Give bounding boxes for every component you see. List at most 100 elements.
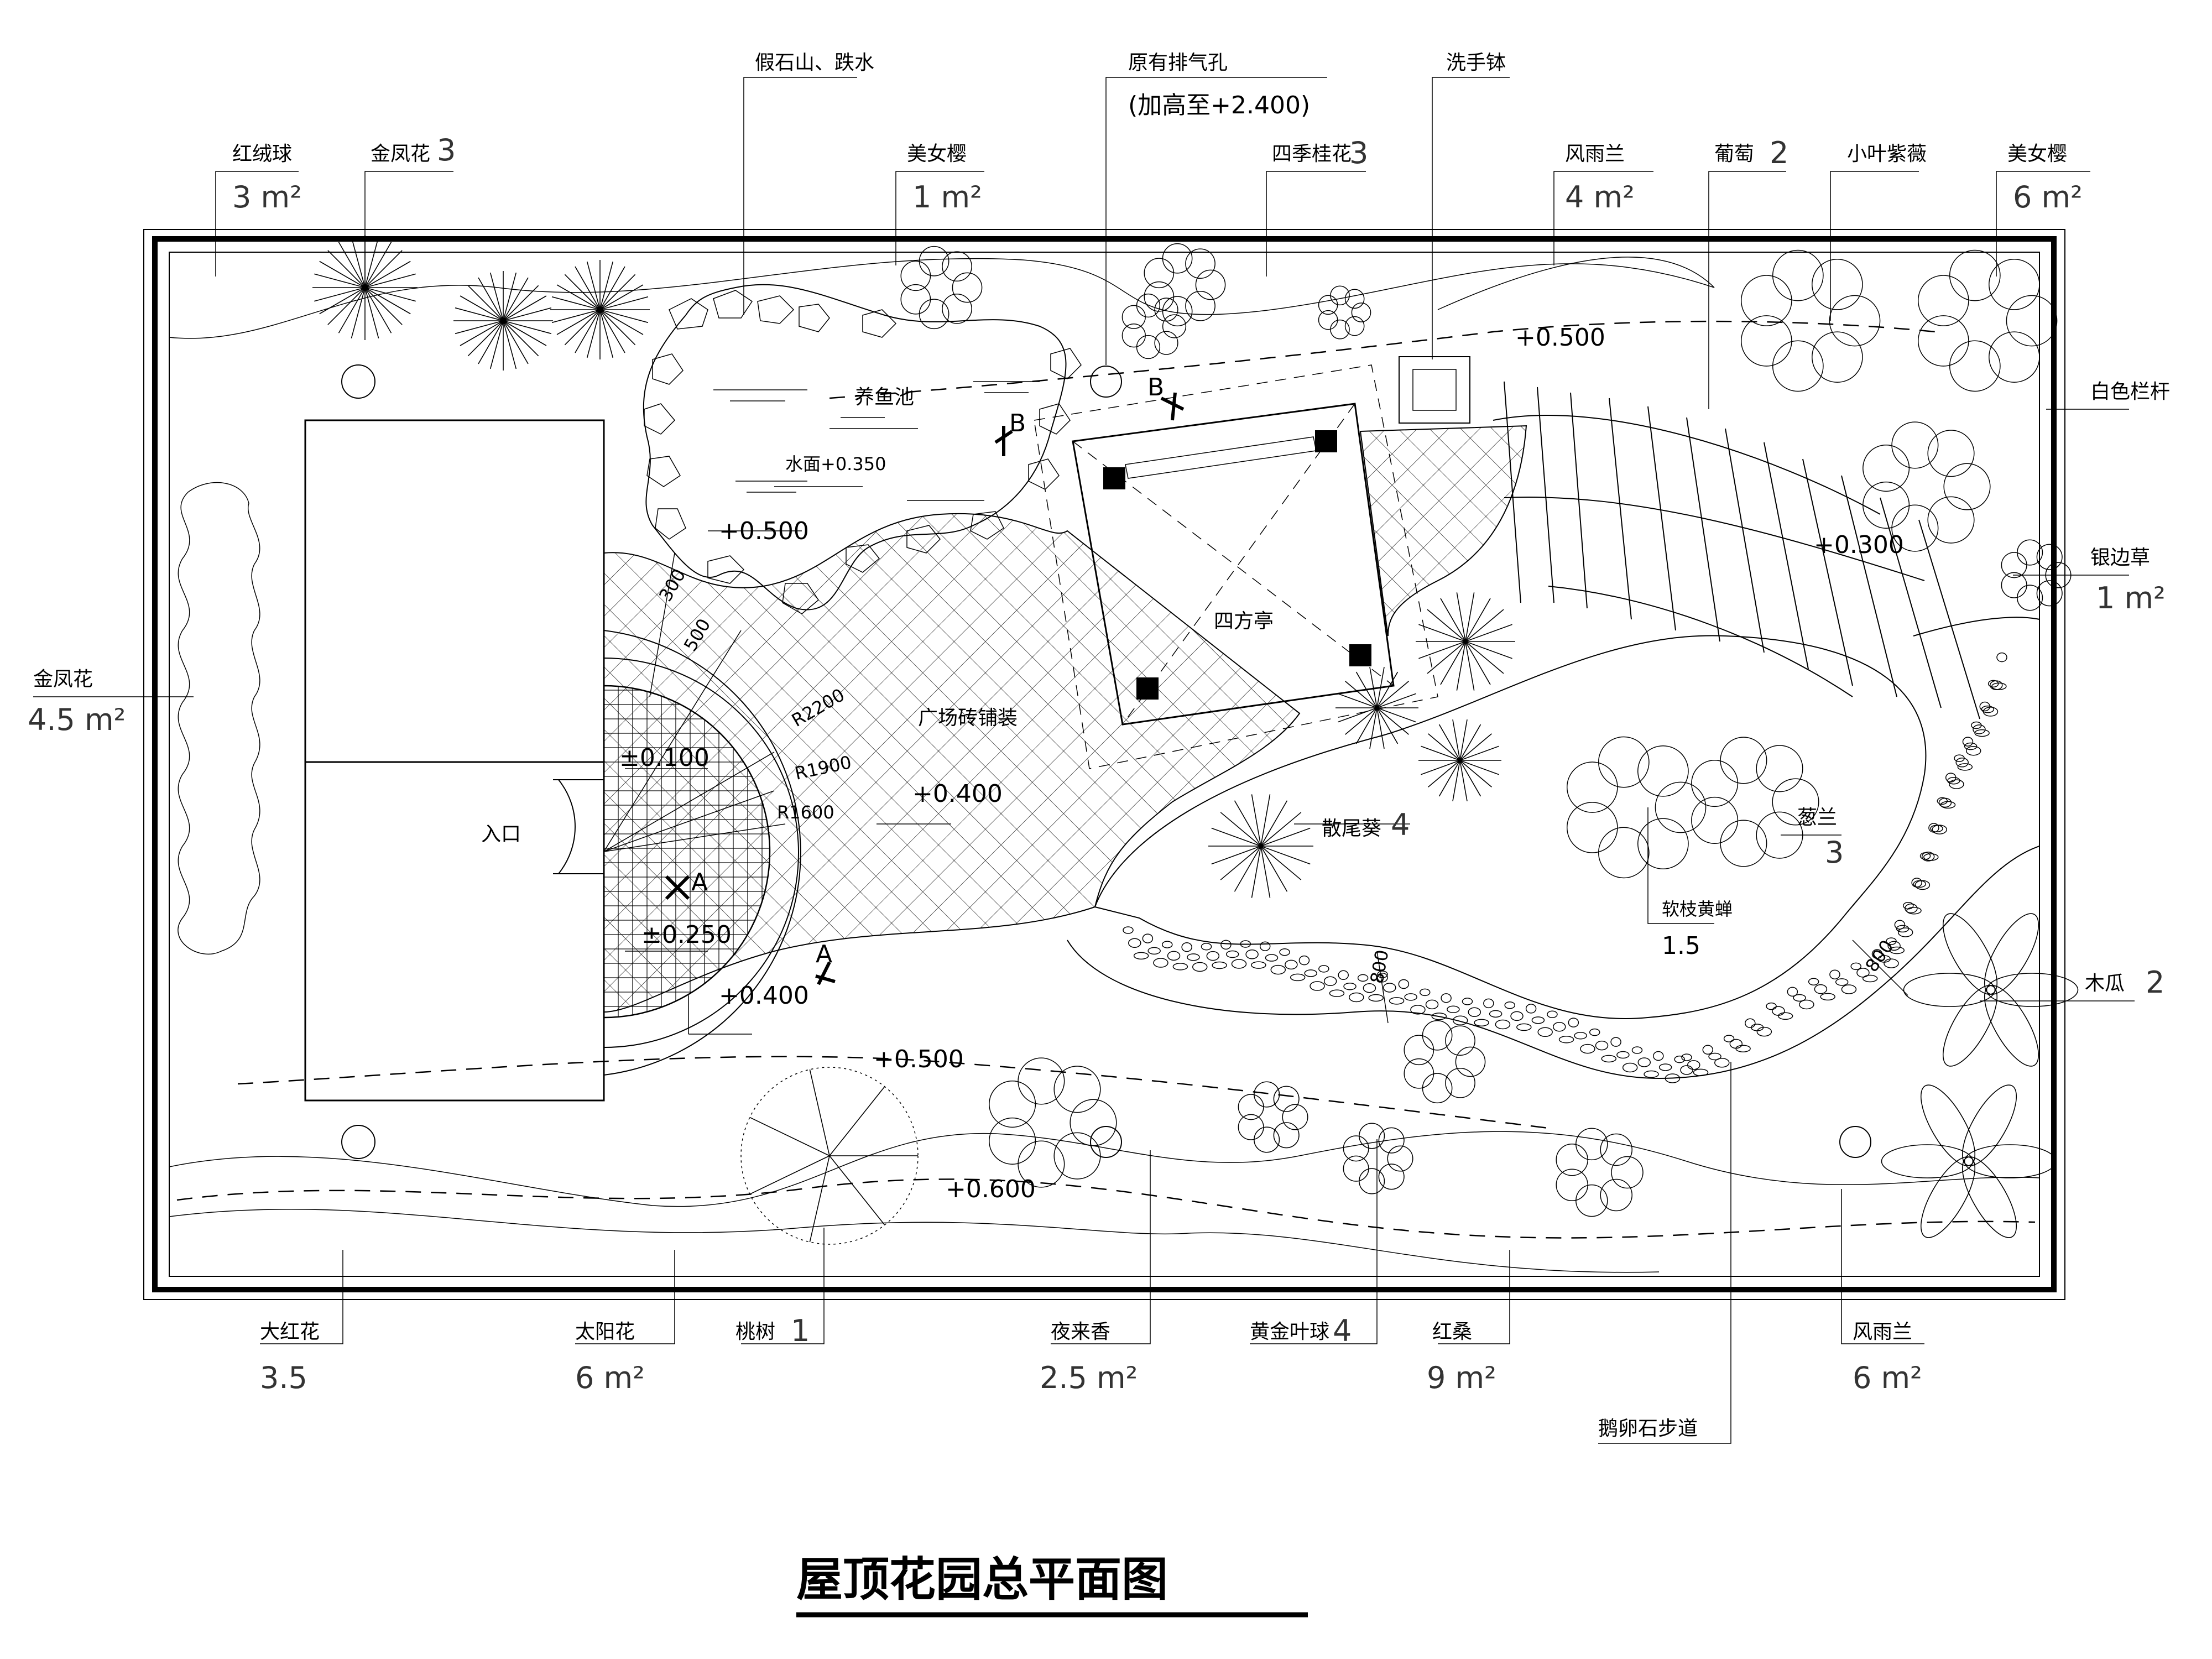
- mugua-symbol: [1903, 913, 2079, 1067]
- section-a-1: A: [691, 868, 708, 896]
- pebble: [1889, 946, 1905, 954]
- label-meinvying-1: 美女樱: [907, 143, 967, 165]
- leaf-stroke: [564, 309, 601, 346]
- leaf-stroke: [489, 272, 504, 321]
- leaf-stroke: [575, 266, 601, 310]
- pebble: [1962, 737, 1974, 747]
- pebble: [1658, 1063, 1672, 1071]
- petal: [1961, 1156, 2017, 1238]
- puff-lobe: [1863, 445, 1910, 492]
- meinvying-symbol: [900, 246, 983, 330]
- lamp-circle: [1090, 1126, 1122, 1158]
- pebble: [1723, 1035, 1735, 1042]
- leaf-stroke: [1260, 812, 1302, 847]
- puff-lobe: [1772, 778, 1819, 826]
- puff-lobe: [1655, 781, 1707, 833]
- pebble: [1531, 1016, 1545, 1024]
- conglan-symbol: [1691, 737, 1819, 867]
- label-pond: 养鱼池: [854, 386, 914, 409]
- pebble: [1167, 951, 1181, 961]
- puff-lobe: [1359, 1123, 1385, 1149]
- pebble: [1957, 763, 1973, 771]
- pebble: [1323, 976, 1337, 987]
- pebble: [1580, 1044, 1595, 1054]
- leaf-stroke: [460, 320, 504, 346]
- leaf-stroke: [1355, 707, 1378, 744]
- puff-lobe: [1891, 421, 1939, 469]
- pebble: [1504, 1001, 1515, 1009]
- leaf-stroke: [1260, 846, 1311, 865]
- sanweikui-symbol: [1418, 719, 1501, 801]
- puff-lobe: [1053, 1132, 1101, 1180]
- qty-hongrongqiu: 3 m²: [232, 180, 302, 215]
- petal: [1984, 985, 2039, 1067]
- qty-yelaixiang: 2.5 m²: [1040, 1360, 1138, 1395]
- leaf-stroke: [478, 277, 504, 321]
- top-planting-edge-2: [1437, 257, 1715, 310]
- puff-lobe: [1600, 1133, 1632, 1166]
- puff-lobe: [1318, 310, 1338, 330]
- leaf-stroke: [503, 295, 547, 321]
- leaf-stroke: [327, 250, 366, 288]
- qty-hongsang: 9 m²: [1427, 1360, 1496, 1395]
- label-hongrongqiu: 红绒球: [232, 143, 292, 165]
- pebble: [1644, 1070, 1659, 1078]
- pebble: [1259, 941, 1271, 951]
- pebble: [1693, 1068, 1709, 1077]
- pebble: [1887, 941, 1901, 951]
- pebble: [1974, 729, 1990, 737]
- leaf-stroke: [1421, 745, 1460, 761]
- leaf-stroke: [351, 237, 366, 288]
- leaf-stroke: [599, 266, 625, 310]
- leaf-stroke: [364, 287, 403, 325]
- pebble: [1304, 969, 1318, 977]
- pebble: [1777, 1012, 1793, 1020]
- label-hongsang: 红桑: [1432, 1321, 1472, 1343]
- puff-lobe: [1378, 1127, 1405, 1154]
- puff-lobe: [1185, 248, 1215, 279]
- puff-lobe: [1455, 1046, 1486, 1077]
- pebble: [1452, 1015, 1468, 1026]
- leaf-stroke: [1459, 760, 1492, 787]
- pebble: [1368, 994, 1384, 1002]
- leaf-stroke: [1459, 760, 1499, 775]
- leaf-stroke: [551, 296, 601, 310]
- elev-entrance-top: ±0.100: [619, 744, 709, 772]
- puff-lobe: [1812, 331, 1863, 383]
- pebble: [1404, 993, 1417, 1001]
- leaf-stroke: [556, 309, 601, 335]
- entrance-door: [553, 779, 604, 874]
- qty-fengyulan-top: 4 m²: [1565, 180, 1635, 215]
- pebble: [1240, 940, 1251, 948]
- leaf-stroke: [1428, 733, 1460, 761]
- pebble: [1153, 958, 1168, 968]
- label-meinvying-2: 美女樱: [2007, 143, 2067, 165]
- pebble: [1871, 949, 1883, 959]
- leaf-stroke: [1465, 592, 1475, 642]
- pebble: [1829, 969, 1840, 980]
- leaf-stroke: [338, 287, 366, 333]
- leaf-stroke: [829, 1155, 885, 1225]
- pebble: [1841, 984, 1857, 994]
- pebble: [1270, 964, 1286, 975]
- leaf-stroke: [586, 261, 601, 310]
- pebble: [1955, 758, 1969, 768]
- pebble: [1702, 1045, 1714, 1055]
- pebble: [1363, 983, 1376, 993]
- guihua-symbol: [1318, 285, 1371, 340]
- pebble: [1595, 1040, 1609, 1051]
- pebbles: [1123, 652, 2007, 1083]
- hongsang-symbol: [1556, 1128, 1644, 1217]
- pebble: [1938, 797, 1952, 808]
- leaf-stroke: [1376, 707, 1409, 735]
- qty-taiyanghua: 6 m²: [575, 1360, 645, 1395]
- leaf-stroke: [1211, 827, 1261, 847]
- leaf-stroke: [1456, 592, 1466, 642]
- label-mugua: 木瓜: [2085, 972, 2125, 995]
- pebble: [1187, 953, 1200, 961]
- petal: [1881, 1144, 1974, 1178]
- label-xiaoyeziwei: 小叶紫薇: [1847, 143, 1927, 165]
- leaf-stroke: [455, 307, 504, 321]
- leaf-stroke: [1427, 641, 1466, 674]
- pebble: [1996, 652, 2007, 662]
